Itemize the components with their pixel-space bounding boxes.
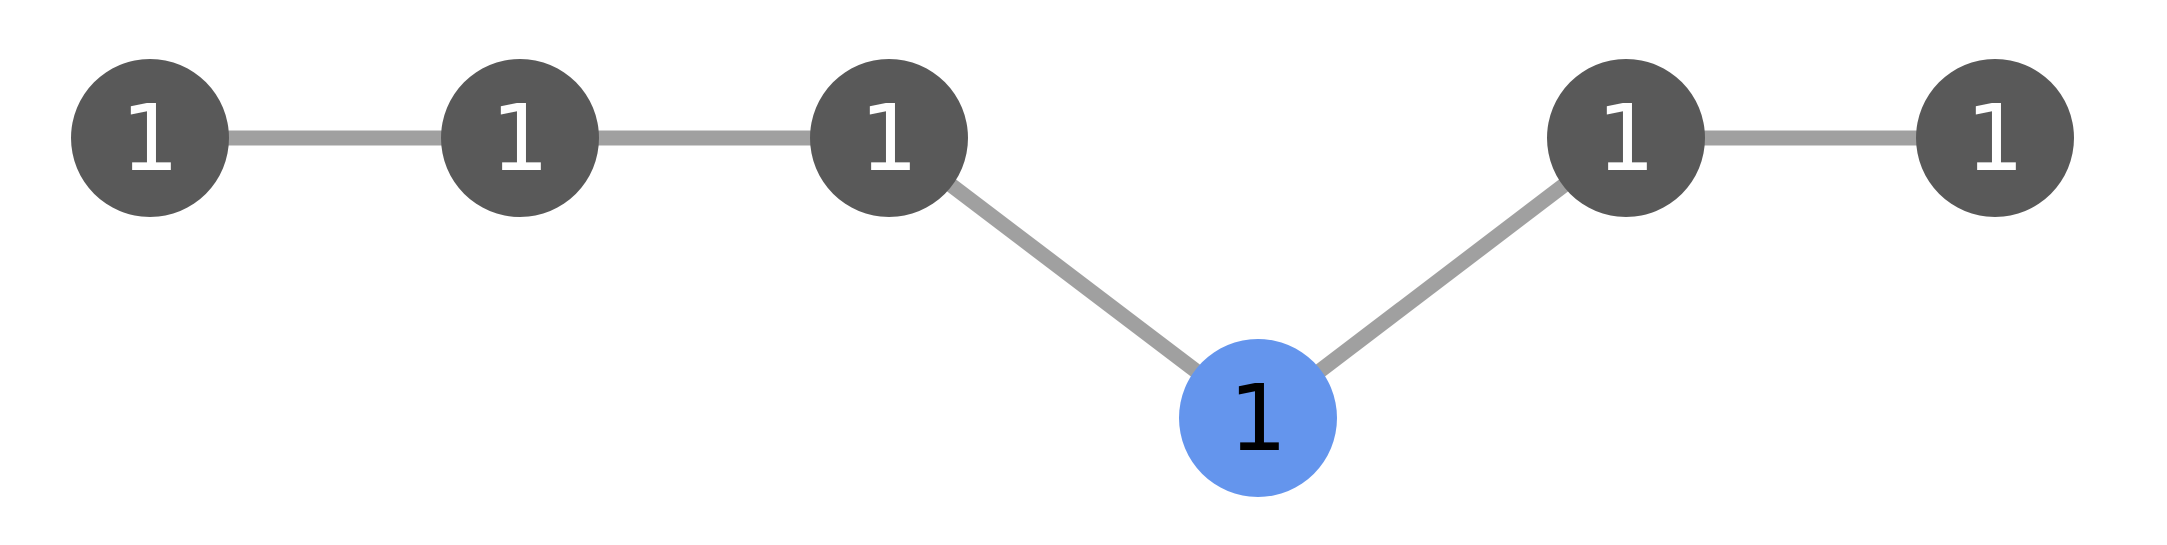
node-circle-4[interactable]	[1547, 59, 1705, 217]
node-circle-5[interactable]	[1916, 59, 2074, 217]
graph-node-4[interactable]: 1	[1547, 59, 1705, 217]
edges-layer	[150, 130, 1995, 424]
graph-node-1[interactable]: 1	[441, 59, 599, 217]
graph-node-0[interactable]: 1	[71, 59, 229, 217]
node-circle-1[interactable]	[441, 59, 599, 217]
graph-node-3[interactable]: 1	[1179, 339, 1337, 497]
graph-node-2[interactable]: 1	[810, 59, 968, 217]
node-circle-0[interactable]	[71, 59, 229, 217]
graph-node-5[interactable]: 1	[1916, 59, 2074, 217]
node-circle-2[interactable]	[810, 59, 968, 217]
node-circle-3[interactable]	[1179, 339, 1337, 497]
